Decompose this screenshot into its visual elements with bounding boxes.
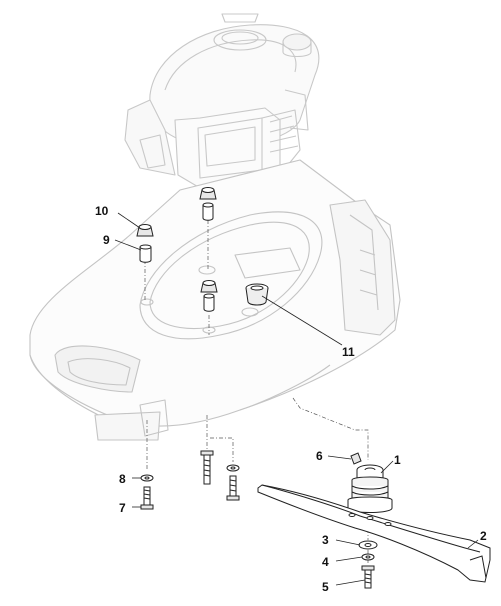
bolt-part-5: [361, 565, 375, 589]
callout-4: 4: [322, 555, 329, 569]
spacer-part-9: [139, 244, 152, 263]
bushing-part-11: [245, 283, 269, 306]
blade-adapter-part-1: [347, 464, 393, 513]
engine-unit: [124, 13, 320, 189]
blade-part-2: [257, 484, 491, 583]
leader-lines: [114, 212, 479, 586]
hex-nut-top: [199, 187, 217, 200]
callout-8: 8: [119, 472, 126, 486]
callout-7: 7: [119, 501, 126, 515]
mower-deck: [29, 159, 401, 441]
spacer-top: [202, 202, 214, 221]
hex-nut-mid: [200, 280, 218, 293]
bolt-part-7: [140, 486, 154, 510]
callout-1: 1: [394, 453, 401, 467]
callout-3: 3: [322, 533, 329, 547]
washer-part-3: [358, 540, 378, 550]
callout-5: 5: [322, 580, 329, 594]
callout-9: 9: [103, 233, 110, 247]
callout-10: 10: [95, 204, 109, 218]
bolt-center-right: [226, 475, 240, 501]
key-part-6: [350, 452, 362, 465]
bolt-center-left: [200, 450, 214, 485]
callout-11: 11: [342, 345, 355, 359]
spacer-mid: [203, 293, 215, 312]
callout-6: 6: [316, 449, 323, 463]
hex-nut-part-10: [136, 224, 154, 237]
washer-part-8: [140, 474, 154, 482]
washer-part-4: [361, 553, 375, 561]
callout-2: 2: [480, 529, 487, 543]
washer-center-right: [226, 464, 240, 472]
